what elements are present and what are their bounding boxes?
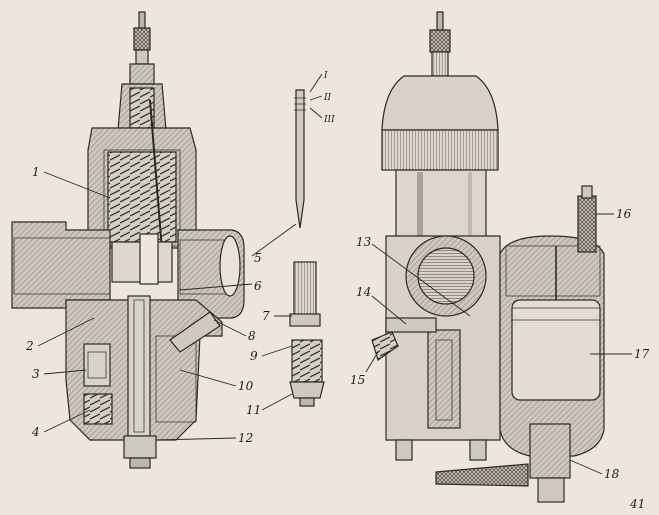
left-sectional-view [11, 11, 245, 469]
label-1: 1 [32, 165, 40, 179]
label-11: 11 [246, 403, 261, 417]
label-16: 16 [616, 207, 632, 221]
label-13: 13 [356, 235, 372, 249]
label-12: 12 [238, 431, 253, 445]
label-4: 4 [31, 425, 40, 439]
loose-parts [289, 89, 325, 407]
right-external-view [371, 11, 605, 503]
label-7: 7 [262, 309, 270, 323]
label-10: 10 [238, 379, 254, 393]
label-18: 18 [604, 467, 620, 481]
label-roman-2: II [323, 93, 332, 103]
label-3: 3 [32, 367, 40, 381]
label-15: 15 [350, 373, 365, 387]
part-labels: 1 2 3 4 5 6 7 8 9 10 11 12 I II III 13 1… [25, 71, 650, 511]
label-roman-3: III [323, 115, 335, 125]
label-5: 5 [254, 251, 262, 265]
label-2: 2 [25, 339, 34, 353]
label-14: 14 [356, 285, 371, 299]
label-roman-1: I [323, 71, 328, 81]
label-17: 17 [634, 347, 650, 361]
leader-lines [37, 73, 632, 475]
figure-number: 41 [629, 497, 645, 511]
label-8: 8 [248, 329, 256, 343]
label-6: 6 [254, 279, 262, 293]
label-9: 9 [250, 349, 258, 363]
